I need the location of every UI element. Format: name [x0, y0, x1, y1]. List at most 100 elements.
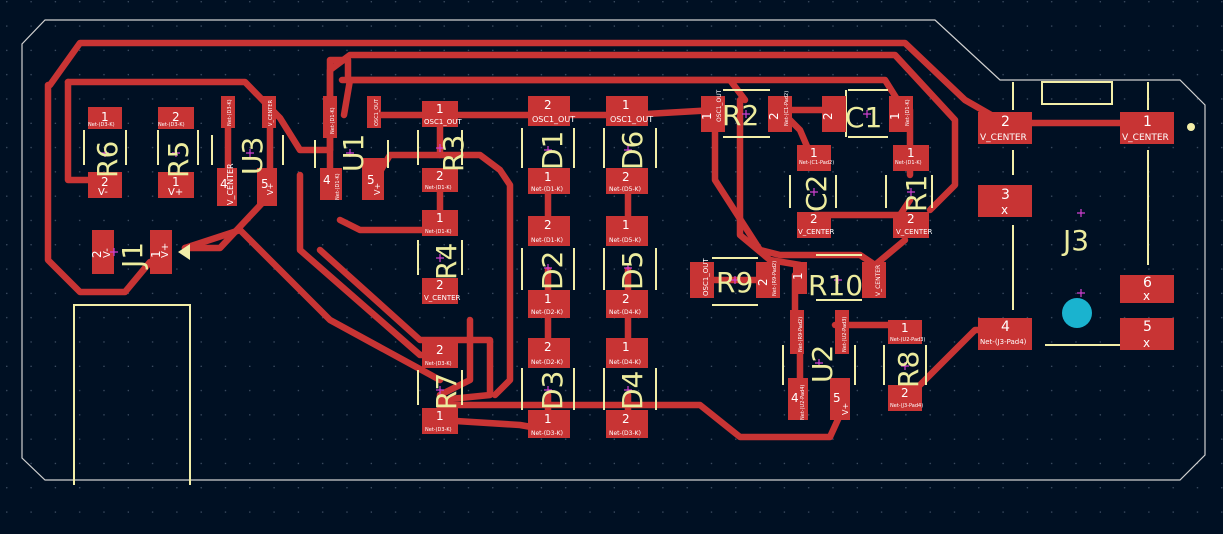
ref-u1: U1 — [337, 134, 370, 172]
pin-r1-1: 1 — [907, 146, 915, 160]
net-r6-vminus: V- — [98, 187, 108, 198]
net-r4-1: Net-(D1-K) — [425, 229, 452, 235]
ref-r7: R7 — [430, 373, 463, 410]
net-d5-1: Net-(D5-K) — [609, 237, 641, 244]
net-c2-2: V_CENTER — [798, 228, 835, 236]
j1-pin1-marker — [178, 244, 190, 260]
net-u1-5: V+ — [373, 183, 382, 195]
net-d2-1: Net-(D2-K) — [531, 309, 563, 316]
net-r1-2: V_CENTER — [896, 228, 933, 236]
net-labels: Net-(D3-K) V- Net-(D3-K) V+ V_CENTER V+ … — [88, 89, 1169, 437]
net-d5-2: Net-(D4-K) — [609, 309, 641, 316]
pin-r7-2: 2 — [436, 343, 444, 357]
net-u3-2: V_CENTER — [268, 99, 274, 126]
net-u2-5: V+ — [841, 403, 850, 415]
net-d3-2: Net-(D2-K) — [531, 359, 563, 366]
pin-c1-1: 1 — [888, 112, 902, 120]
net-u2-3: Net-(U2-Pad3) — [842, 317, 848, 352]
pin-u3-4: 4 — [220, 177, 228, 191]
pin-r1-2: 2 — [907, 212, 915, 226]
pin-r5-2: 2 — [172, 110, 180, 124]
pin-d4-2: 2 — [622, 412, 630, 426]
pin-r4-2: 2 — [436, 278, 444, 292]
pin-d6-1: 1 — [622, 98, 630, 112]
pin-r5-1: 1 — [172, 175, 180, 189]
ref-d1: D1 — [536, 131, 569, 170]
net-c2-1: Net-(C1-Pad2) — [799, 160, 834, 166]
net-r3-2: Net-(D1-K) — [425, 185, 452, 191]
pin-d1-2: 2 — [544, 98, 552, 112]
net-r2-2: Net-(C1-Pad2) — [784, 91, 790, 126]
ref-j1: J1 — [116, 242, 149, 270]
net-r8-2: Net-(J3-Pad4) — [890, 403, 923, 409]
pin-r2-2: 2 — [767, 112, 781, 120]
ref-labels: R6 R5 U3 J1 U1 R3 R4 R7 D1 D2 D3 D6 D5 D… — [91, 99, 1089, 410]
silkscreen — [73, 81, 1149, 485]
pin-d5-1: 1 — [622, 218, 630, 232]
net-r3-1: OSC1_OUT — [424, 118, 462, 126]
pin-j3-6: 6 — [1143, 275, 1152, 291]
ref-r8: R8 — [892, 351, 925, 388]
net-d4-2: Net-(D3-K) — [609, 430, 641, 437]
ref-d3: D3 — [536, 371, 569, 410]
pin-u1-4: 4 — [323, 173, 331, 187]
pin-j3-2: 2 — [1001, 114, 1010, 130]
ref-j3: J3 — [1061, 224, 1089, 257]
ref-r2: R2 — [722, 99, 759, 132]
ref-d6: D6 — [616, 131, 649, 170]
ref-d5: D5 — [616, 251, 649, 290]
net-u2-4: Net-(U2-Pad4) — [800, 385, 806, 420]
net-j3-2: V_CENTER — [980, 133, 1027, 143]
net-u3-4: V_CENTER — [226, 163, 235, 205]
net-c1-1: Net-(D1-K) — [905, 99, 911, 126]
net-d1-2: OSC1_OUT — [532, 115, 575, 124]
pin-r6-1: 1 — [101, 110, 109, 124]
net-u1-4: Net-(D1-K) — [335, 173, 341, 200]
net-u3-3: Net-(D3-K) — [227, 99, 233, 126]
mounting-via[interactable] — [1062, 298, 1092, 328]
component-centers — [101, 110, 1085, 394]
net-r10-2: V_CENTER — [875, 265, 882, 296]
ref-u2: U2 — [806, 345, 839, 383]
pin-numbers: 1 2 2 1 4 5 2 1 4 5 1 2 1 2 2 1 2 1 2 1 … — [90, 98, 1152, 426]
pin-r4-1: 1 — [436, 211, 444, 225]
pin-r3-2: 2 — [436, 169, 444, 183]
ref-d4: D4 — [616, 371, 649, 410]
pin-j3-4: 4 — [1001, 319, 1010, 335]
net-u3-5: V+ — [266, 183, 275, 195]
pin-u3-5: 5 — [261, 177, 269, 191]
net-u1-2: OSC1_OUT — [374, 98, 380, 126]
ref-r1: R1 — [900, 175, 933, 212]
net-r4-2: V_CENTER — [424, 294, 461, 302]
pin-c1-2: 2 — [821, 112, 835, 120]
pin-j1-2: 2 — [90, 250, 104, 258]
net-u2-1: Net-(R9-Pad2) — [798, 317, 804, 352]
net-d1-1: Net-(D1-K) — [531, 186, 563, 193]
ref-c1: C1 — [845, 101, 882, 134]
net-r7-1: Net-(D3-K) — [425, 427, 452, 433]
pin-d3-2: 2 — [544, 340, 552, 354]
net-r5-vplus: V+ — [168, 187, 183, 198]
ref-r6: R6 — [91, 141, 124, 178]
net-r7-2: Net-(D3-K) — [425, 361, 452, 367]
net-j1-2: V- — [102, 248, 113, 258]
pin-j3-5: 5 — [1143, 319, 1152, 335]
net-d2-2: Net-(D1-K) — [531, 237, 563, 244]
net-d3-1: Net-(D3-K) — [531, 430, 563, 437]
pin-r9-2: 2 — [756, 278, 770, 286]
net-r2-1: OSC1_OUT — [716, 89, 723, 122]
pin-d5-2: 2 — [622, 292, 630, 306]
net-d6-2: Net-(D5-K) — [609, 186, 641, 193]
board-outline — [21, 19, 1206, 481]
net-j1-1: V+ — [160, 243, 171, 258]
net-r8-1: Net-(U2-Pad3) — [890, 337, 925, 343]
net-r9-1: OSC1_OUT — [702, 258, 710, 296]
net-u1-1: Net-(D1-K) — [330, 107, 336, 134]
pin-d4-1: 1 — [622, 340, 630, 354]
net-j3-4: Net-(J3-Pad4) — [980, 338, 1027, 346]
ref-r5: R5 — [162, 141, 195, 178]
net-j3-3: x — [1001, 203, 1008, 217]
pin-d1-1: 1 — [544, 170, 552, 184]
ref-r10: R10 — [808, 269, 863, 302]
